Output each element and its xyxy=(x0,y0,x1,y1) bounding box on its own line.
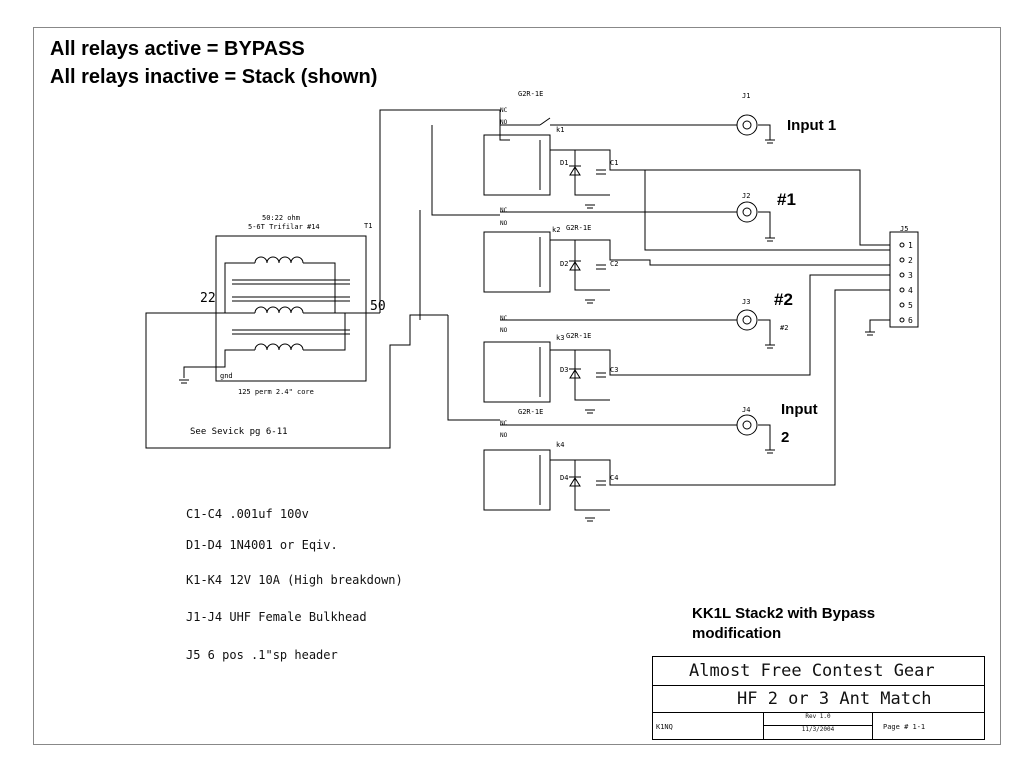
relay-3-ref: k3 xyxy=(556,334,564,342)
core-label: 125 perm 2.4" core xyxy=(238,388,314,396)
cap-c1-label: C1 xyxy=(610,159,618,167)
note-header: J5 6 pos .1"sp header xyxy=(186,648,338,662)
relay-4-no: NO xyxy=(500,432,508,439)
j5-pin-label: 1 xyxy=(908,241,913,250)
title-author: K1NQ xyxy=(652,712,764,740)
title-rev: Rev 1.0 xyxy=(763,712,873,726)
diode-d1-label: D1 xyxy=(560,159,568,167)
relay-2-part: G2R-1E xyxy=(566,224,591,232)
jack-j1-label: Input 1 xyxy=(787,117,836,134)
sevick-reference: See Sevick pg 6-11 xyxy=(190,427,288,437)
relay-2-no: NO xyxy=(500,220,508,227)
diode-d3-label: D3 xyxy=(560,366,568,374)
j5-pin-label: 6 xyxy=(908,316,913,325)
title-company: Almost Free Contest Gear xyxy=(652,656,985,686)
jack-j3-small-label: #2 xyxy=(780,324,788,332)
jack-j3-ref: J3 xyxy=(742,298,750,306)
note-relays: K1-K4 12V 10A (High breakdown) xyxy=(186,573,403,587)
drawing-caption: KK1L Stack2 with Bypass modification xyxy=(692,605,876,642)
j5-pin-6 xyxy=(899,317,905,323)
jack-j4-label-2: 2 xyxy=(781,429,789,446)
tap-22-label: 22 xyxy=(200,291,216,306)
note-caps: C1-C4 .001uf 100v xyxy=(186,507,309,521)
j5-pin-label: 3 xyxy=(908,271,913,280)
tap-50-label: 50 xyxy=(370,299,386,314)
transformer-ref: T1 xyxy=(364,222,372,230)
relay-1-ref: k1 xyxy=(556,126,564,134)
relay-3-part: G2R-1E xyxy=(566,332,591,340)
relay-2-ref: k2 xyxy=(552,226,560,234)
j5-pin-label: 5 xyxy=(908,301,913,310)
relay-1-part: G2R-1E xyxy=(518,90,543,98)
jack-j2-label: #1 xyxy=(777,190,796,209)
stack-note: All relays inactive = Stack (shown) xyxy=(50,66,378,88)
title-name: HF 2 or 3 Ant Match xyxy=(652,685,985,713)
jack-j3-label: #2 xyxy=(774,290,793,309)
coil-2 xyxy=(254,306,304,314)
j5-pin-3 xyxy=(899,272,905,278)
note-jacks: J1-J4 UHF Female Bulkhead xyxy=(186,610,367,624)
title-page: Page # 1-1 xyxy=(872,712,985,740)
relay-1-nc: NC xyxy=(500,107,508,114)
relay-3-nc: NC xyxy=(500,315,508,322)
transformer-winding: 5-6T Trifilar #14 xyxy=(248,223,320,231)
bypass-note: All relays active = BYPASS xyxy=(50,38,305,60)
j5-pin-label: 2 xyxy=(908,256,913,265)
coil-3 xyxy=(254,343,304,351)
title-date: 11/3/2004 xyxy=(763,725,873,740)
sheet-border xyxy=(33,27,1001,745)
diode-d4-label: D4 xyxy=(560,474,568,482)
cap-c2-label: C2 xyxy=(610,260,618,268)
j5-pin-label: 4 xyxy=(908,286,913,295)
jack-j1-ref: J1 xyxy=(742,92,750,100)
relay-4-ref: k4 xyxy=(556,441,564,449)
relay-4-part: G2R-1E xyxy=(518,408,543,416)
jack-j2-ref: J2 xyxy=(742,192,750,200)
cap-c4-label: C4 xyxy=(610,474,618,482)
transformer-box xyxy=(215,235,367,382)
coil-1 xyxy=(254,256,304,264)
j5-pin-4 xyxy=(899,287,905,293)
relay-2-nc: NC xyxy=(500,207,508,214)
note-diodes: D1-D4 1N4001 or Eqiv. xyxy=(186,538,338,552)
jack-j4-label-1: Input xyxy=(781,401,818,418)
jack-j4-ref: J4 xyxy=(742,406,750,414)
j5-pin-5 xyxy=(899,302,905,308)
relay-4-nc: NC xyxy=(500,420,508,427)
j5-pin-2 xyxy=(899,257,905,263)
transformer-ratio: 50:22 ohm xyxy=(262,214,300,222)
j5-pins: 1 2 3 4 5 6 xyxy=(899,241,913,325)
cap-c3-label: C3 xyxy=(610,366,618,374)
j5-ref: J5 xyxy=(900,225,908,233)
diode-d2-label: D2 xyxy=(560,260,568,268)
gnd-label: gnd xyxy=(220,372,233,380)
relay-3-no: NO xyxy=(500,327,508,334)
j5-pin-1 xyxy=(899,242,905,248)
relay-1-no: NO xyxy=(500,119,508,126)
